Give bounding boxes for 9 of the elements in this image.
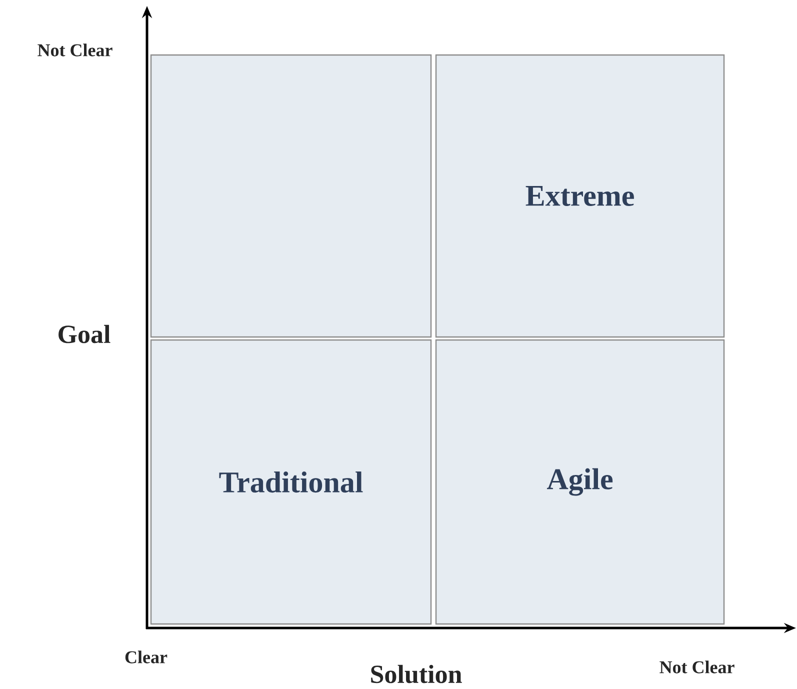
axis-label: Solution bbox=[371, 664, 462, 684]
quadrant-box bbox=[150, 54, 432, 338]
axis-label: Not Clear bbox=[38, 44, 112, 56]
axis-label: Clear bbox=[125, 650, 168, 664]
axis-label: Not Clear bbox=[660, 660, 734, 674]
quadrant-box: Traditional bbox=[150, 339, 432, 625]
quadrant-box: Agile bbox=[435, 339, 725, 625]
quadrant-box: Extreme bbox=[435, 54, 725, 338]
axis-label: Goal bbox=[58, 324, 110, 344]
